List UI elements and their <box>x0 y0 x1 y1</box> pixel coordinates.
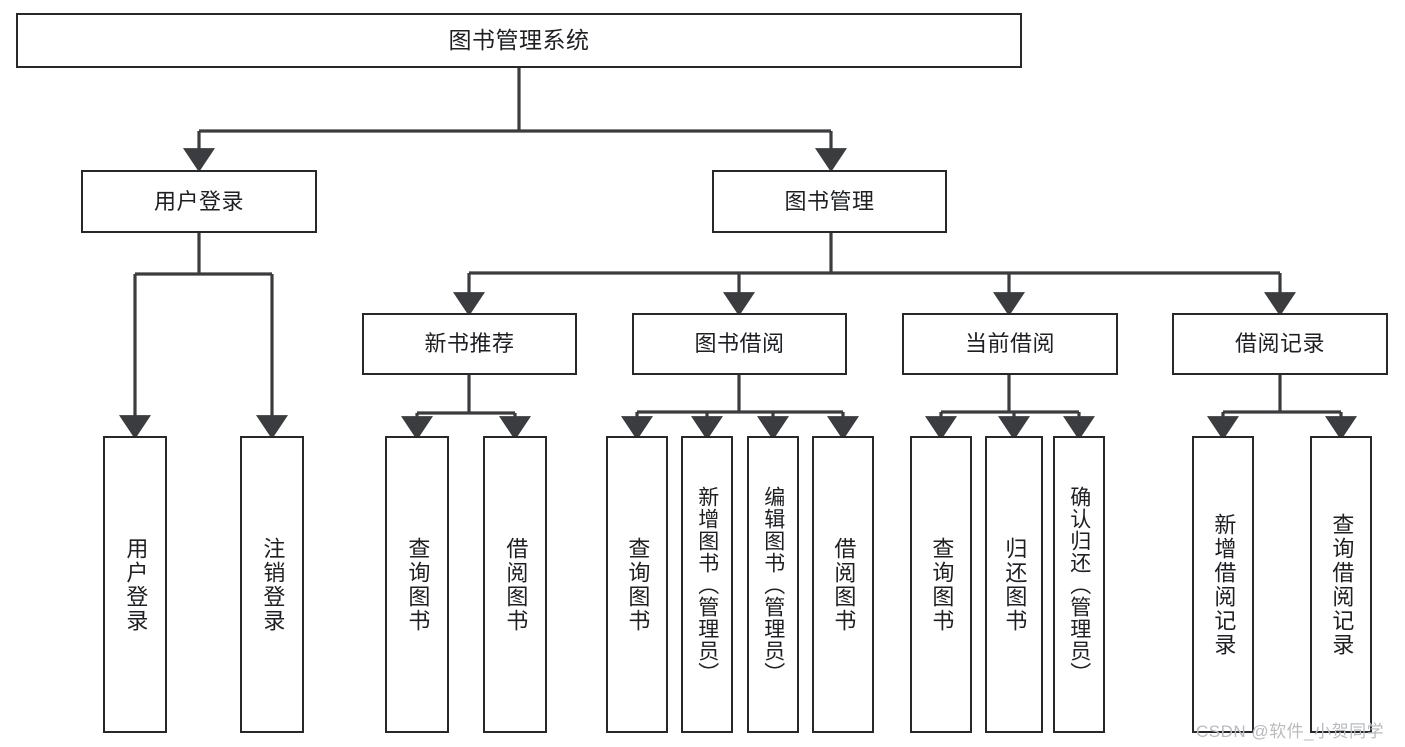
node-leaf-borrow-book-2-label: 借阅图书 <box>831 536 857 633</box>
node-leaf-borrow-book-1[interactable]: 借阅图书 <box>483 436 547 733</box>
node-book-management-label: 图书管理 <box>784 188 875 214</box>
node-leaf-borrow-book-2[interactable]: 借阅图书 <box>812 436 874 733</box>
watermark: CSDN @软件_小贺同学 <box>1196 722 1385 741</box>
node-leaf-query-book-3[interactable]: 查询图书 <box>910 436 972 733</box>
node-root[interactable]: 图书管理系统 <box>16 13 1022 68</box>
node-leaf-edit-book[interactable]: 编辑图书（管理员） <box>747 436 799 733</box>
node-leaf-add-borrow-record-label: 新增借阅记录 <box>1211 512 1237 657</box>
node-current-borrow[interactable]: 当前借阅 <box>902 313 1118 375</box>
node-leaf-return-book[interactable]: 归还图书 <box>985 436 1043 733</box>
node-leaf-return-book-label: 归还图书 <box>1002 536 1028 633</box>
node-book-management[interactable]: 图书管理 <box>712 170 947 233</box>
node-leaf-user-login-label: 用户登录 <box>123 536 149 633</box>
node-leaf-add-book-label: 新增图书（管理员） <box>695 485 719 684</box>
node-leaf-query-book-1-label: 查询图书 <box>405 536 431 633</box>
node-leaf-query-book-3-label: 查询图书 <box>929 536 955 633</box>
node-borrow-record[interactable]: 借阅记录 <box>1172 313 1388 375</box>
node-leaf-user-login[interactable]: 用户登录 <box>103 436 167 733</box>
node-current-borrow-label: 当前借阅 <box>964 331 1055 357</box>
node-root-label: 图书管理系统 <box>448 26 590 53</box>
node-leaf-query-book-2-label: 查询图书 <box>625 536 651 633</box>
node-leaf-edit-book-label: 编辑图书（管理员） <box>761 485 785 684</box>
node-user-login-label: 用户登录 <box>153 188 244 214</box>
node-leaf-query-borrow-record-label: 查询借阅记录 <box>1329 512 1355 657</box>
node-new-book-recommend-label: 新书推荐 <box>424 331 515 357</box>
node-leaf-confirm-return[interactable]: 确认归还（管理员） <box>1053 436 1105 733</box>
node-leaf-query-book-2[interactable]: 查询图书 <box>606 436 668 733</box>
node-user-login[interactable]: 用户登录 <box>81 170 317 233</box>
node-leaf-logout[interactable]: 注销登录 <box>240 436 304 733</box>
node-leaf-add-borrow-record[interactable]: 新增借阅记录 <box>1192 436 1254 733</box>
node-leaf-add-book[interactable]: 新增图书（管理员） <box>681 436 733 733</box>
node-new-book-recommend[interactable]: 新书推荐 <box>362 313 577 375</box>
node-borrow-record-label: 借阅记录 <box>1234 331 1325 357</box>
node-leaf-query-borrow-record[interactable]: 查询借阅记录 <box>1310 436 1372 733</box>
node-leaf-query-book-1[interactable]: 查询图书 <box>385 436 449 733</box>
node-leaf-logout-label: 注销登录 <box>260 536 286 633</box>
node-book-borrow-label: 图书借阅 <box>694 331 785 357</box>
node-book-borrow[interactable]: 图书借阅 <box>632 313 847 375</box>
node-leaf-confirm-return-label: 确认归还（管理员） <box>1067 485 1091 684</box>
node-leaf-borrow-book-1-label: 借阅图书 <box>503 536 529 633</box>
